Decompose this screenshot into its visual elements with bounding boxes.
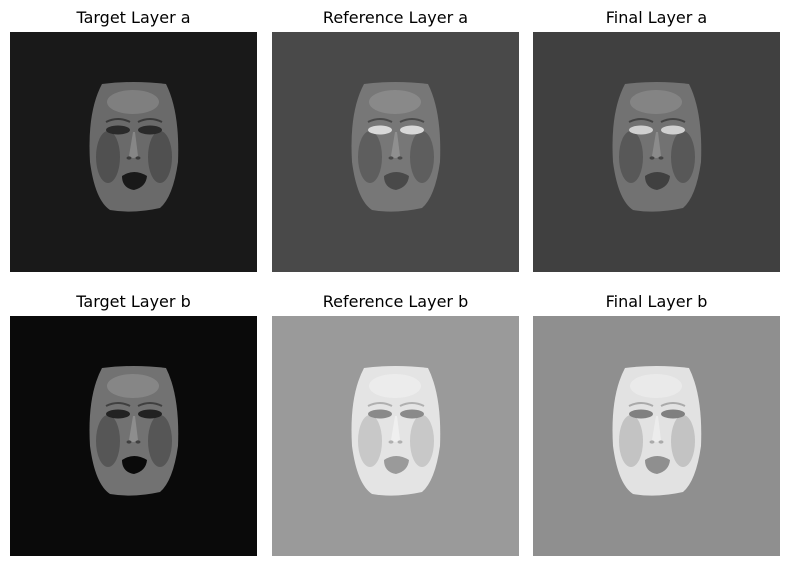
forehead-highlight bbox=[107, 374, 159, 398]
mouth-opening bbox=[645, 172, 670, 190]
left-nostril bbox=[649, 156, 655, 160]
face-image bbox=[533, 32, 780, 272]
right-brow bbox=[399, 402, 425, 407]
left-brow bbox=[105, 118, 131, 123]
right-brow bbox=[137, 118, 163, 123]
right-brow bbox=[137, 402, 163, 407]
panel-title: Reference Layer a bbox=[322, 8, 469, 27]
nose bbox=[391, 132, 400, 158]
left-nostril bbox=[388, 156, 394, 160]
left-cheek-shade bbox=[96, 415, 120, 467]
right-brow bbox=[399, 118, 425, 123]
forehead-highlight bbox=[630, 374, 682, 398]
left-nostril bbox=[126, 440, 132, 444]
left-brow bbox=[367, 118, 393, 123]
left-nostril bbox=[388, 440, 394, 444]
right-nostril bbox=[397, 440, 403, 444]
right-cheek-shade bbox=[410, 131, 434, 183]
right-eye bbox=[400, 409, 424, 419]
left-brow bbox=[105, 402, 131, 407]
left-cheek-shade bbox=[358, 131, 382, 183]
right-nostril bbox=[135, 156, 141, 160]
panel-title: Final Layer b bbox=[605, 292, 708, 311]
left-cheek-shade bbox=[619, 415, 643, 467]
mouth-opening bbox=[384, 456, 409, 474]
left-eye bbox=[106, 409, 130, 419]
face bbox=[612, 82, 702, 212]
right-cheek-shade bbox=[148, 415, 172, 467]
left-brow bbox=[367, 402, 393, 407]
panel-title: Reference Layer b bbox=[322, 292, 469, 311]
left-eye bbox=[629, 125, 653, 135]
right-eye bbox=[661, 409, 685, 419]
nose bbox=[652, 132, 661, 158]
face bbox=[89, 82, 179, 212]
mouth-opening bbox=[384, 172, 409, 190]
forehead-highlight bbox=[369, 90, 421, 114]
right-cheek-shade bbox=[148, 131, 172, 183]
right-cheek-shade bbox=[671, 131, 695, 183]
panel-title: Target Layer b bbox=[76, 292, 191, 311]
face-image bbox=[272, 32, 519, 272]
mouth-opening bbox=[645, 456, 670, 474]
right-cheek-shade bbox=[410, 415, 434, 467]
left-nostril bbox=[649, 440, 655, 444]
left-nostril bbox=[126, 156, 132, 160]
panel-title: Target Layer a bbox=[76, 8, 191, 27]
face bbox=[89, 366, 179, 496]
forehead-highlight bbox=[107, 90, 159, 114]
left-cheek-shade bbox=[619, 131, 643, 183]
left-eye bbox=[368, 125, 392, 135]
right-brow bbox=[660, 402, 686, 407]
nose bbox=[652, 416, 661, 442]
face bbox=[351, 82, 441, 212]
right-nostril bbox=[658, 440, 664, 444]
left-brow bbox=[628, 402, 654, 407]
forehead-highlight bbox=[630, 90, 682, 114]
face bbox=[351, 366, 441, 496]
right-nostril bbox=[658, 156, 664, 160]
panel-title: Final Layer a bbox=[605, 8, 708, 27]
face-image bbox=[10, 316, 257, 556]
nose bbox=[129, 416, 138, 442]
right-eye bbox=[138, 125, 162, 135]
forehead-highlight bbox=[369, 374, 421, 398]
face-image bbox=[272, 316, 519, 556]
left-cheek-shade bbox=[358, 415, 382, 467]
face-image bbox=[10, 32, 257, 272]
left-eye bbox=[368, 409, 392, 419]
right-nostril bbox=[397, 156, 403, 160]
mouth-opening bbox=[122, 456, 147, 474]
right-eye bbox=[138, 409, 162, 419]
face bbox=[612, 366, 702, 496]
mouth-opening bbox=[122, 172, 147, 190]
nose bbox=[391, 416, 400, 442]
left-cheek-shade bbox=[96, 131, 120, 183]
right-eye bbox=[400, 125, 424, 135]
right-cheek-shade bbox=[671, 415, 695, 467]
left-eye bbox=[106, 125, 130, 135]
face-image bbox=[533, 316, 780, 556]
left-eye bbox=[629, 409, 653, 419]
nose bbox=[129, 132, 138, 158]
left-brow bbox=[628, 118, 654, 123]
right-brow bbox=[660, 118, 686, 123]
right-nostril bbox=[135, 440, 141, 444]
right-eye bbox=[661, 125, 685, 135]
